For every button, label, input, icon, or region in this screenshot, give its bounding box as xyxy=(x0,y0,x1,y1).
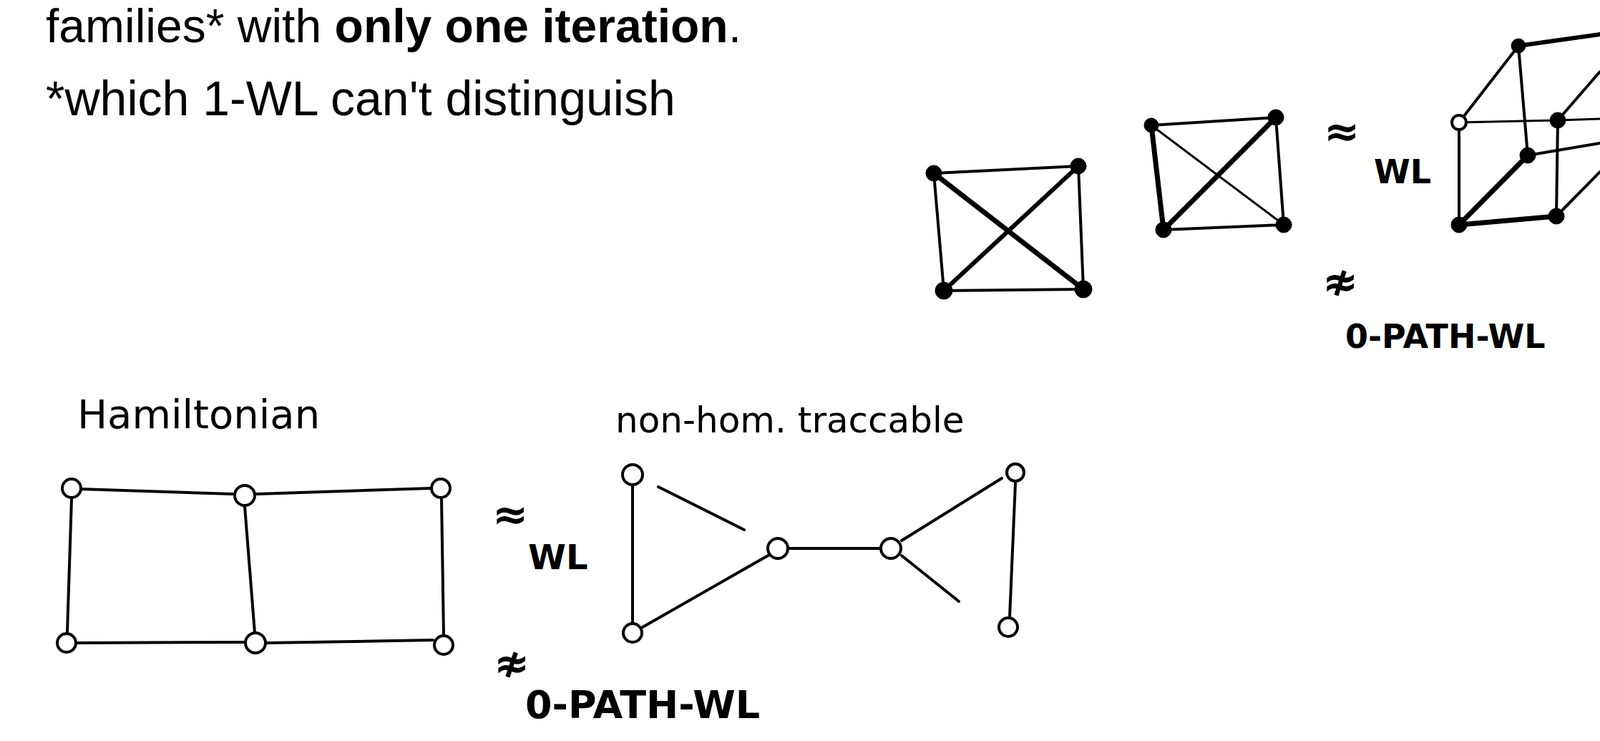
method-label: 0-PATH-WL xyxy=(525,683,760,726)
heading-text: . xyxy=(728,0,742,53)
non-equivalence-symbol: ≉ xyxy=(493,638,530,687)
method-label: WL xyxy=(528,538,589,577)
bowtie-graph xyxy=(622,463,1024,642)
graph-caption: non-hom. traccable xyxy=(615,400,965,441)
graph-caption: Hamiltonian xyxy=(77,392,320,437)
heading-text: families* with xyxy=(45,0,322,53)
heading-line: families* withonly one iteration. xyxy=(45,0,742,53)
k4-graph xyxy=(1144,109,1292,238)
method-label: 0-PATH-WL xyxy=(1345,318,1546,355)
footnote-text: *which 1-WL can't distinguish xyxy=(45,71,676,126)
cube-graph xyxy=(1451,34,1600,233)
equivalence-symbol: ≈ xyxy=(492,490,529,538)
non-equivalence-symbol: ≉ xyxy=(1322,257,1359,305)
ladder-graph xyxy=(57,478,453,655)
emphasis-text: only one iteration xyxy=(334,0,729,53)
equivalence-symbol: ≈ xyxy=(1323,107,1360,155)
k4-graph xyxy=(925,158,1092,300)
method-label: WL xyxy=(1373,153,1432,191)
